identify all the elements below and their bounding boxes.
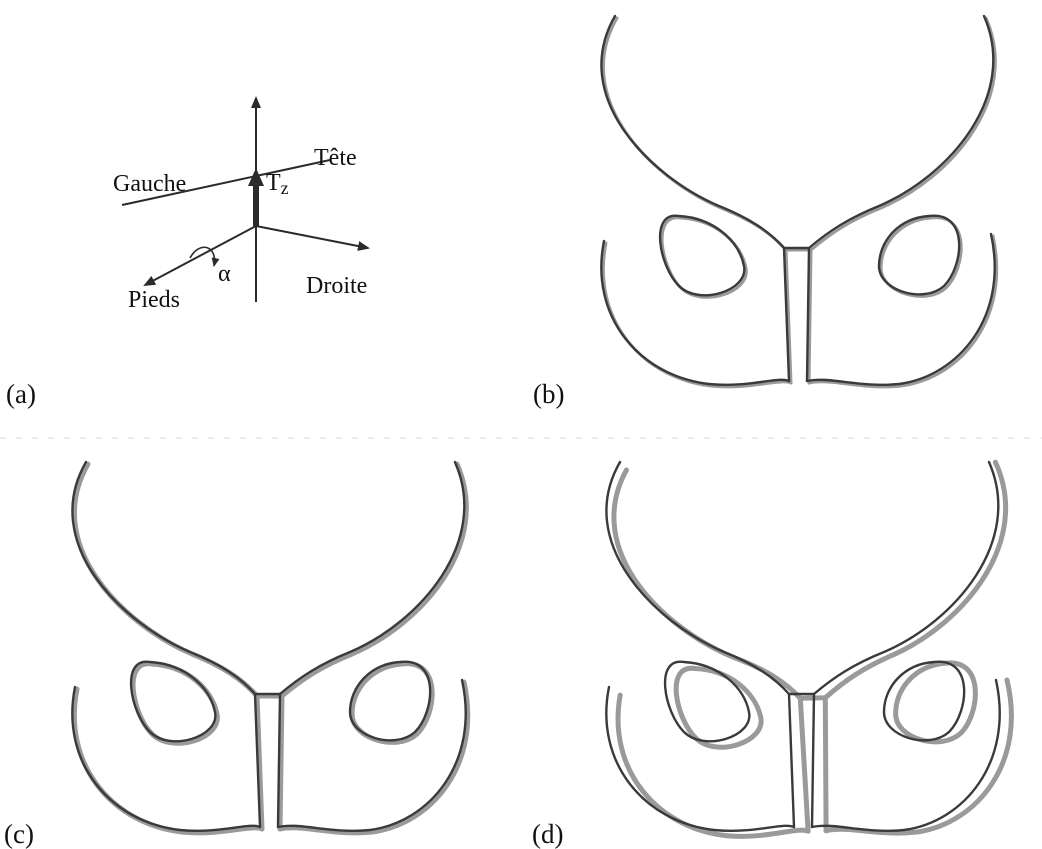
panel-b-contour-gray [603, 18, 996, 387]
label-gauche: Gauche [113, 171, 186, 197]
label-tete: Tête [314, 145, 357, 171]
panel-label-b: (b) [533, 379, 564, 409]
panel-a-axis-diagram: Gauche Tête Droite Pieds Tz α [113, 98, 368, 313]
label-tz-sub: z [281, 178, 289, 198]
panel-label-a: (a) [6, 379, 36, 409]
label-alpha: α [218, 261, 231, 287]
panel-c-contour-gray [74, 464, 467, 833]
panel-b-contour-dark [601, 16, 994, 385]
label-droite: Droite [306, 273, 367, 299]
label-tz: Tz [266, 170, 289, 198]
panel-d-contours [606, 462, 1014, 839]
panel-c-contours [72, 462, 467, 833]
panel-label-c: (c) [4, 819, 34, 849]
panel-b-contours [601, 16, 996, 387]
panel-c-contour-dark [72, 462, 465, 831]
panel-label-d: (d) [532, 819, 563, 849]
label-pieds: Pieds [128, 287, 180, 313]
feet-axis [145, 226, 256, 285]
label-tz-main: T [266, 170, 281, 196]
alpha-rotation-arc [190, 247, 215, 266]
right-axis [256, 226, 368, 248]
